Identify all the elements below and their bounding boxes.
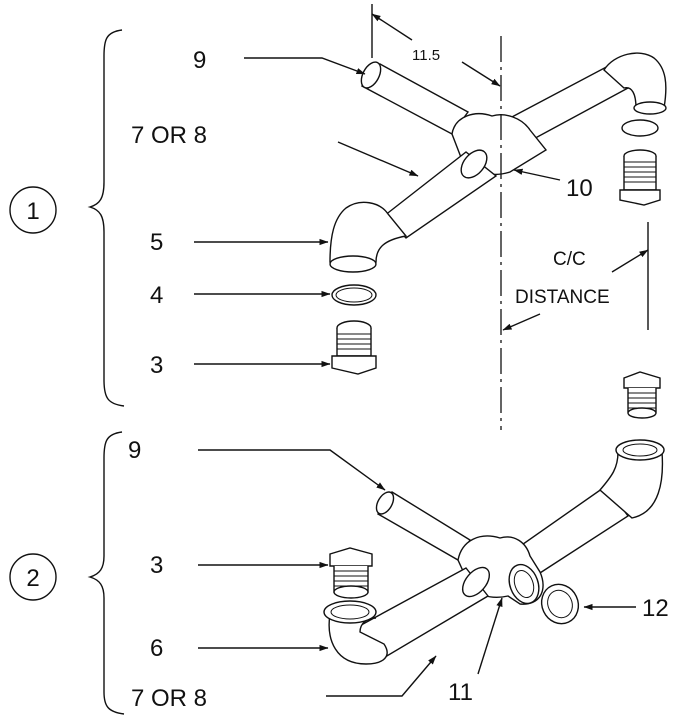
elbow-5 (329, 201, 408, 263)
assembly-2-brace (87, 431, 125, 715)
elbow-top-right (603, 52, 667, 109)
callout-a1-10: 10 (566, 175, 593, 202)
callout-a1-5: 5 (150, 229, 163, 256)
callout-a1-7or8: 7 OR 8 (131, 122, 207, 149)
cc-arrow-right (611, 249, 649, 273)
gasket-4 (331, 284, 377, 306)
adapter-top-right-body (623, 156, 657, 191)
callout-a1-9: 9 (193, 47, 206, 74)
assembly-1-brace (87, 29, 125, 407)
adapter-top-right-hex (619, 189, 661, 206)
leader-a2-11 (477, 597, 503, 675)
cc-arrow-left (502, 313, 541, 331)
leader-a1-10 (513, 168, 561, 181)
callout-a2-9: 9 (128, 437, 141, 464)
callout-a2-7or8: 7 OR 8 (131, 685, 207, 712)
callout-a2-12: 12 (642, 595, 669, 622)
a2-cross-front-opening (508, 563, 540, 605)
dim-11-5-arrow-right (461, 61, 501, 87)
pipe-7or8-joint (460, 149, 488, 179)
a2-adapter-3-hex (329, 547, 373, 567)
callout-a1-3: 3 (150, 352, 163, 379)
assembly-2-number: 2 (26, 565, 39, 592)
gasket-top-right (621, 119, 659, 137)
a2-elbow-6-opening (323, 600, 377, 624)
adapter-3-hex (331, 355, 377, 375)
assembly-2-circle (9, 553, 57, 601)
adapter-loose-right (623, 371, 661, 419)
elbow-top-right-bottom (633, 101, 667, 115)
cc-label-2: DISTANCE (515, 287, 610, 308)
callout-a2-6: 6 (150, 635, 163, 662)
cc-label-1: C/C (553, 249, 586, 270)
dim-11-5-label: 11.5 (412, 47, 440, 64)
leader-a2-7or8 (326, 655, 437, 697)
assembly-2-piping (323, 439, 665, 665)
leader-a1-9 (244, 57, 366, 75)
dim-11-5-arrow-left (371, 13, 413, 41)
assembly-1-circle (9, 186, 57, 234)
assembly-1-number: 1 (26, 198, 39, 225)
callout-a2-11: 11 (448, 679, 473, 706)
leader-a1-7or8 (337, 141, 419, 177)
elbow-5-bottom (329, 255, 377, 273)
callout-a2-3: 3 (150, 552, 163, 579)
adapter-3-body (336, 328, 372, 357)
callout-a1-4: 4 (150, 282, 163, 309)
assembly-1-piping (329, 52, 667, 375)
leader-a2-9 (198, 449, 386, 491)
a2-elbow-top-right-opening (615, 439, 665, 461)
